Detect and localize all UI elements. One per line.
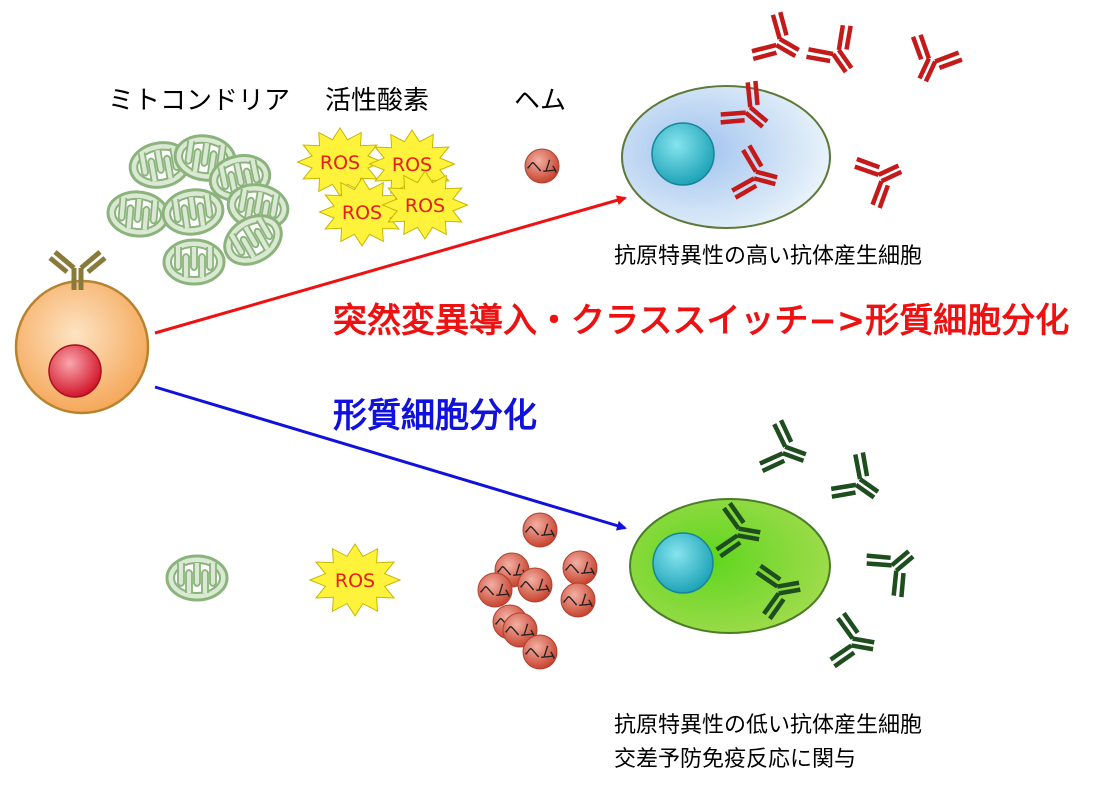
upper-arrow xyxy=(154,195,627,335)
mitochondrion-icon xyxy=(162,238,226,286)
low-affinity-caption-line1: 抗原特異性の低い抗体産生細胞 xyxy=(614,713,923,738)
antibody-icon xyxy=(731,144,778,200)
heme-icon: ヘム xyxy=(524,148,560,184)
heme-icon: ヘム xyxy=(522,634,558,670)
high-affinity-caption: 抗原特異性の高い抗体産生細胞 xyxy=(614,244,923,269)
ros-label: ROS xyxy=(405,195,445,217)
ros-label: ROS xyxy=(392,154,432,176)
heme-icon: ヘム xyxy=(522,512,558,548)
heme-icon: ヘム xyxy=(477,572,513,608)
low-affinity-caption-line2: 交差予防免疫反応に関与 xyxy=(614,747,857,772)
mitochondrion-icon xyxy=(165,554,229,602)
mitochondria-single xyxy=(165,554,229,602)
antibody-icon xyxy=(751,11,800,62)
heme-label: ヘム xyxy=(524,521,556,540)
b-cell-icon xyxy=(14,250,150,415)
high-affinity-antibodies xyxy=(720,11,963,209)
ros-label: ROS xyxy=(335,570,375,592)
antibody-icon xyxy=(854,156,903,209)
ros-burst-icon: ROS xyxy=(318,177,406,247)
antibody-icon xyxy=(830,452,880,500)
lower-path-label: 形質細胞分化 xyxy=(333,396,537,436)
heme-icon: ヘム xyxy=(517,567,553,603)
heme-label: ヘム xyxy=(519,576,551,595)
mitochondria-label: ミトコンドリア xyxy=(108,86,291,116)
mitochondrion-icon xyxy=(106,190,170,238)
heme-category-label: ヘム xyxy=(514,86,567,116)
heme-label: ヘム xyxy=(526,157,558,176)
heme-label: ヘム xyxy=(479,581,511,600)
antibody-icon xyxy=(829,611,875,669)
upper-path-label: 突然変異導入・クラススイッチ−>形質細胞分化 xyxy=(333,301,1070,341)
ros-category-label: 活性酸素 xyxy=(325,86,430,116)
ros-single: ROS xyxy=(308,543,402,617)
heme-single: ヘム xyxy=(524,148,560,184)
bcr-antibody-icon xyxy=(48,250,107,290)
heme-icon: ヘム xyxy=(502,612,538,648)
lower-arrow xyxy=(154,385,627,531)
antibody-icon xyxy=(758,419,807,473)
antibody-icon xyxy=(715,501,761,559)
ros-label: ROS xyxy=(320,152,360,174)
heme-icon: ヘム xyxy=(560,582,596,618)
heme-cluster: ヘムヘムヘムヘムヘムヘムヘムヘムヘム xyxy=(477,512,598,670)
mitochondrion-icon xyxy=(208,154,272,202)
antibody-icon xyxy=(806,24,854,74)
mitochondrion-icon xyxy=(223,214,283,266)
mitochondrion-icon xyxy=(161,188,225,236)
ros-cluster: ROS ROS ROS ROS xyxy=(296,127,469,247)
heme-label: ヘム xyxy=(504,621,536,640)
heme-label: ヘム xyxy=(564,559,596,578)
ros-burst-icon: ROS xyxy=(296,127,384,197)
antibody-icon xyxy=(910,34,963,83)
antibody-icon xyxy=(755,563,801,621)
low-affinity-antibodies xyxy=(715,419,915,669)
heme-icon: ヘム xyxy=(562,550,598,586)
plasma-cell-icon xyxy=(621,85,831,229)
ros-burst-icon: ROS xyxy=(308,543,402,617)
plasma-cell-icon xyxy=(629,498,831,634)
heme-label: ヘム xyxy=(562,591,594,610)
antibody-icon xyxy=(720,80,769,129)
ros-burst-icon: ROS xyxy=(381,170,469,240)
heme-label: ヘム xyxy=(524,643,556,662)
ros-label: ROS xyxy=(342,202,382,224)
mitochondria-cluster xyxy=(106,134,290,286)
antibody-icon xyxy=(866,549,915,598)
